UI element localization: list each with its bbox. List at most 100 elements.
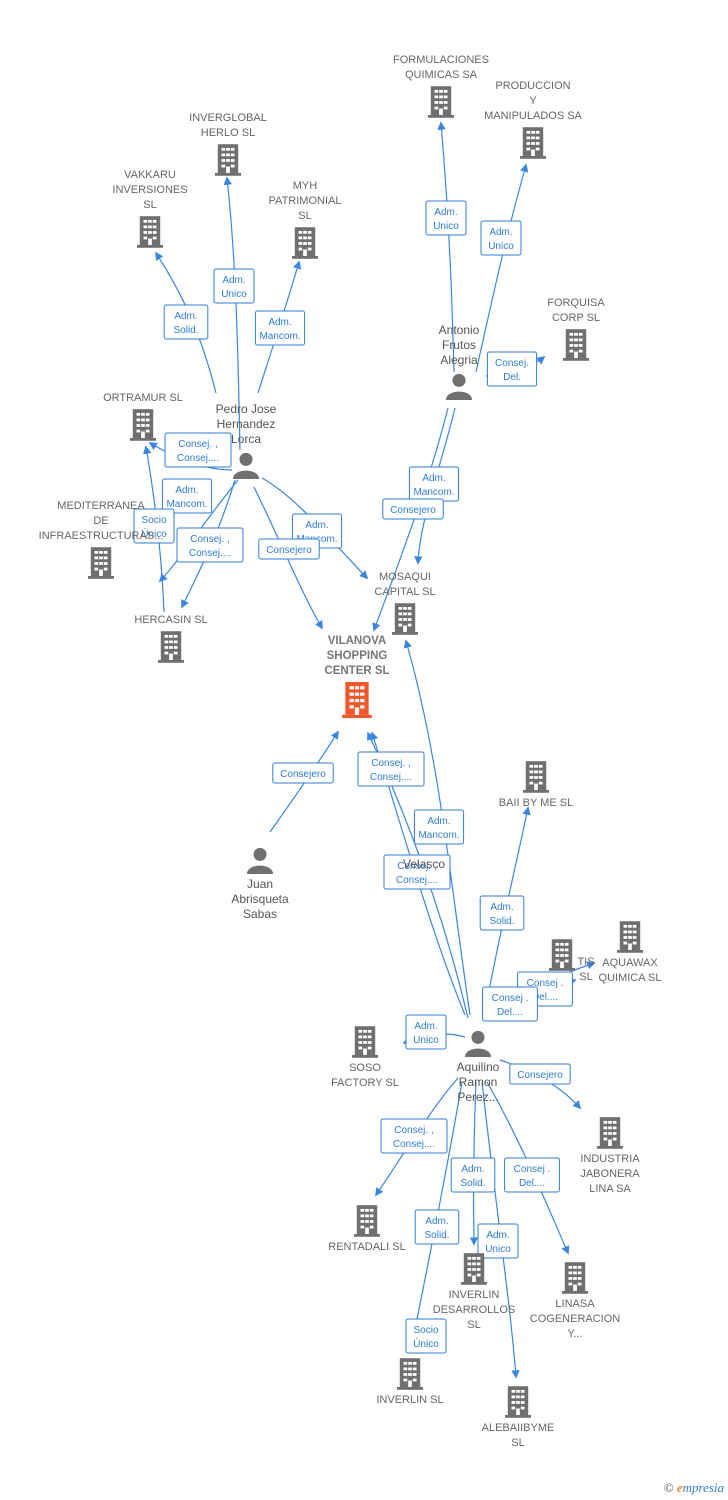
role-label-line: Adm.	[490, 902, 513, 913]
role-label-line: Del....	[497, 1007, 523, 1018]
role-label-line: Solid.	[173, 325, 198, 336]
role-label: Adm.Mancom.	[161, 478, 213, 514]
role-label-line: Mancom.	[166, 499, 207, 510]
building-icon	[562, 1262, 588, 1294]
role-label-line: Mancom.	[259, 331, 300, 342]
role-label: Consej. ,Consej....	[357, 751, 425, 787]
company-node-inverlin[interactable]: INVERLIN SL	[376, 1358, 444, 1406]
role-label-box	[163, 304, 209, 340]
building-icon	[617, 921, 643, 953]
role-label-line: Unico	[433, 221, 459, 232]
role-label-box	[482, 986, 538, 1022]
company-name-line: JABONERA	[580, 1168, 640, 1180]
role-label: Consejero	[382, 498, 444, 520]
role-label: Consejero	[272, 762, 334, 784]
building-icon	[520, 127, 546, 159]
role-label-line: Consej.	[495, 358, 529, 369]
person-name-line: Aquilino	[457, 1060, 500, 1074]
role-label-box	[486, 351, 538, 387]
role-label-text: Adm.Solid.	[489, 902, 514, 927]
company-name-line: INVERLIN SL	[376, 1394, 443, 1406]
role-label-text: Consejero	[266, 545, 312, 556]
person-icon	[246, 847, 274, 874]
role-label-line: Consej .	[514, 1164, 551, 1175]
person-name-line: Perez...	[457, 1090, 498, 1104]
company-node-ortramur[interactable]: ORTRAMUR SL	[103, 392, 183, 441]
person-node-velasco[interactable]: Velasco	[403, 857, 445, 871]
company-node-baii[interactable]: BAII BY ME SL	[499, 761, 573, 809]
role-label-box	[380, 1118, 448, 1154]
company-name-line: INVERSIONES	[112, 184, 187, 196]
company-name-line: FORMULACIONES	[393, 54, 489, 66]
company-name: INVERLIN SL	[376, 1394, 443, 1406]
person-name-line: Frutos	[442, 338, 476, 352]
company-name-line: ALEBAIIBYME	[482, 1422, 555, 1434]
role-label-text: Adm.Unico	[485, 1230, 511, 1255]
company-name-line: SL	[143, 199, 156, 211]
building-icon	[397, 1358, 423, 1390]
role-label-box	[383, 854, 451, 890]
role-label-line: Adm.	[489, 227, 512, 238]
company-name-line: INDUSTRIA	[580, 1153, 640, 1165]
company-name: ORTRAMUR SL	[103, 392, 183, 404]
company-name-line: SL	[467, 1319, 480, 1331]
building-icon	[352, 1026, 378, 1058]
role-label-box	[509, 1063, 571, 1085]
role-label-text: Consej .Del....	[527, 978, 564, 1003]
role-label-text: Adm.Solid.	[424, 1216, 449, 1241]
company-name-line: LINASA	[555, 1298, 595, 1310]
role-label-box	[382, 498, 444, 520]
role-label-line: Solid.	[424, 1230, 449, 1241]
role-label-line: Solid.	[460, 1178, 485, 1189]
role-label-line: Adm.	[174, 311, 197, 322]
role-label-text: Consej . Del....	[492, 993, 529, 1018]
company-name-line: MANIPULADOS SA	[484, 110, 582, 122]
role-label: Consej. ,Consej....	[164, 432, 232, 468]
copyright-symbol: ©	[663, 1480, 674, 1495]
role-label-box	[254, 310, 306, 346]
company-node-rentadali[interactable]: RENTADALI SL	[328, 1205, 406, 1253]
role-label: Consej .Del....	[504, 1157, 560, 1193]
person-icon	[464, 1030, 492, 1057]
role-label-text: Consejero	[390, 505, 436, 516]
role-label-line: Consej....	[177, 453, 219, 464]
role-label: Adm.Mancom.	[254, 310, 306, 346]
role-label-text: Consej .Del....	[514, 1164, 551, 1189]
role-label: Adm.Unico	[425, 200, 467, 236]
role-label: Consej. ,Consej....	[176, 527, 244, 563]
person-name-line: Lorca	[231, 432, 261, 446]
role-label-text: Consej. ,Consej....	[189, 534, 231, 559]
brand-logo-e: e	[676, 1480, 683, 1495]
company-node-hercasin[interactable]: HERCASIN SL	[134, 614, 208, 663]
person-name-line: Alegria	[440, 353, 478, 367]
role-label-line: Consej .	[492, 993, 529, 1004]
person-name: Velasco	[403, 857, 445, 871]
role-label-box	[480, 220, 522, 256]
role-label-line: Consejero	[517, 1070, 563, 1081]
